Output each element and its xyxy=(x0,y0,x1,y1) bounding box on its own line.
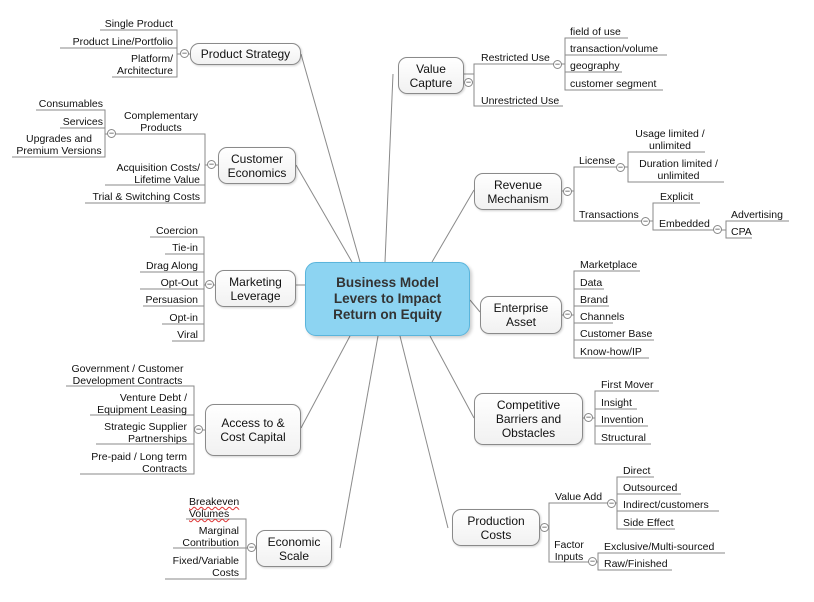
leaf-topic[interactable]: Product Line/Portfolio xyxy=(72,36,173,48)
collapse-toggle-icon[interactable]: − xyxy=(464,77,473,87)
collapse-toggle-icon[interactable]: − xyxy=(247,542,256,552)
leaf-topic[interactable]: Direct xyxy=(623,465,651,477)
leaf-topic[interactable]: Structural xyxy=(601,432,646,444)
collapse-toggle-icon[interactable]: − xyxy=(107,128,116,138)
collapse-toggle-icon[interactable]: − xyxy=(540,522,549,532)
leaf-topic[interactable]: transaction/volume xyxy=(570,43,659,55)
central-topic-label: Business Model Levers to Impact Return o… xyxy=(333,275,442,322)
leaf-topic[interactable]: customer segment xyxy=(570,78,657,90)
branch-label: Enterprise Asset xyxy=(493,301,549,329)
leaf-topic[interactable]: Upgrades and Premium Versions xyxy=(16,133,102,157)
leaf-topic[interactable]: Viral xyxy=(177,329,198,341)
branch-product-strategy[interactable]: Product Strategy xyxy=(190,43,301,65)
leaf-topic[interactable]: Customer Base xyxy=(580,328,653,340)
leaf-topic[interactable]: Data xyxy=(580,277,603,289)
leaf-topic[interactable]: Side Effect xyxy=(623,517,674,529)
branch-competitive-barriers[interactable]: Competitive Barriers and Obstacles xyxy=(474,393,583,445)
branch-label: Access to & Cost Capital xyxy=(220,416,286,444)
branch-production-costs[interactable]: Production Costs xyxy=(452,509,540,546)
leaf-topic[interactable]: Opt-Out xyxy=(160,277,198,289)
leaf-topic[interactable]: First Mover xyxy=(601,379,654,391)
leaf-topic[interactable]: Breakeven Volumes xyxy=(189,496,240,520)
leaf-topic[interactable]: Restricted Use xyxy=(481,52,550,64)
leaf-topic[interactable]: Single Product xyxy=(104,18,173,30)
leaf-topic[interactable]: Outsourced xyxy=(623,482,678,494)
leaf-topic[interactable]: Unrestricted Use xyxy=(481,95,560,107)
collapse-toggle-icon[interactable]: − xyxy=(588,556,597,566)
branch-customer-economics[interactable]: Customer Economics xyxy=(218,147,296,184)
leaf-topic[interactable]: Venture Debt / Equipment Leasing xyxy=(97,392,187,416)
leaf-topic[interactable]: Fixed/Variable Costs xyxy=(172,555,239,579)
branch-label: Marketing Leverage xyxy=(229,274,282,303)
leaf-topic[interactable]: Persuasion xyxy=(145,294,198,306)
branch-label: Value Capture xyxy=(409,61,453,90)
leaf-topic[interactable]: Factor Inputs xyxy=(554,539,584,563)
branch-enterprise-asset[interactable]: Enterprise Asset xyxy=(480,296,562,334)
leaf-topic[interactable]: Acquisition Costs/ Lifetime Value xyxy=(116,162,200,186)
leaf-topic[interactable]: Usage limited / unlimited xyxy=(635,128,705,152)
collapse-toggle-icon[interactable]: − xyxy=(194,424,203,434)
collapse-toggle-icon[interactable]: − xyxy=(616,162,625,172)
leaf-topic[interactable]: Consumables xyxy=(38,98,103,110)
branch-revenue-mechanism[interactable]: Revenue Mechanism xyxy=(474,173,562,210)
collapse-toggle-icon[interactable]: − xyxy=(180,48,189,58)
leaf-topic[interactable]: Strategic Supplier Partnerships xyxy=(104,421,187,445)
leaf-topic[interactable]: Drag Along xyxy=(146,260,198,272)
leaf-topic[interactable]: Coercion xyxy=(155,225,198,237)
leaf-topic[interactable]: Transactions xyxy=(579,209,639,221)
central-topic[interactable]: Business Model Levers to Impact Return o… xyxy=(305,262,470,336)
collapse-toggle-icon[interactable]: − xyxy=(584,412,593,422)
leaf-topic[interactable]: Invention xyxy=(601,414,644,426)
leaf-topic[interactable]: Brand xyxy=(580,294,609,306)
leaf-topic[interactable]: Know-how/IP xyxy=(580,346,642,358)
collapse-toggle-icon[interactable]: − xyxy=(563,309,572,319)
leaf-topic[interactable]: Raw/Finished xyxy=(604,558,668,570)
branch-label: Production Costs xyxy=(467,513,525,542)
leaf-topic[interactable]: Channels xyxy=(580,311,625,323)
leaf-topic[interactable]: Value Add xyxy=(555,491,603,503)
leaf-topic[interactable]: Exclusive/Multi-sourced xyxy=(604,541,715,553)
collapse-toggle-icon[interactable]: − xyxy=(607,498,616,508)
leaf-topic[interactable]: geography xyxy=(570,60,620,72)
collapse-toggle-icon[interactable]: − xyxy=(563,186,572,196)
branch-label: Customer Economics xyxy=(227,151,287,180)
collapse-toggle-icon[interactable]: − xyxy=(207,159,216,169)
branch-label: Revenue Mechanism xyxy=(487,177,549,206)
leaf-topic[interactable]: CPA xyxy=(731,226,752,238)
branch-value-capture[interactable]: Value Capture xyxy=(398,57,464,94)
branch-access-to-capital[interactable]: Access to & Cost Capital xyxy=(205,404,301,456)
collapse-toggle-icon[interactable]: − xyxy=(205,279,214,289)
leaf-topic[interactable]: Platform/ Architecture xyxy=(116,53,173,77)
branch-label: Product Strategy xyxy=(200,47,291,61)
branch-economic-scale[interactable]: Economic Scale xyxy=(256,530,332,567)
leaf-topic[interactable]: Embedded xyxy=(659,218,710,230)
leaf-topic[interactable]: Complementary Products xyxy=(123,110,199,134)
leaf-topic[interactable]: Government / Customer Development Contra… xyxy=(71,363,184,387)
leaf-topic[interactable]: License xyxy=(579,155,616,167)
collapse-toggle-icon[interactable]: − xyxy=(713,224,722,234)
leaf-topic[interactable]: Advertising xyxy=(731,209,783,221)
leaf-topic[interactable]: Marginal Contribution xyxy=(182,525,239,549)
leaf-topic[interactable]: Tie-in xyxy=(172,242,198,254)
branch-label: Competitive Barriers and Obstacles xyxy=(495,398,562,440)
leaf-topic[interactable]: Opt-in xyxy=(169,312,198,324)
leaf-topic[interactable]: Indirect/customers xyxy=(623,499,709,511)
collapse-toggle-icon[interactable]: − xyxy=(641,216,650,226)
leaf-topic[interactable]: Pre-paid / Long term Contracts xyxy=(91,451,187,475)
leaf-topic[interactable]: Trial & Switching Costs xyxy=(92,191,200,203)
collapse-toggle-icon[interactable]: − xyxy=(553,59,562,69)
branch-marketing-leverage[interactable]: Marketing Leverage xyxy=(215,270,296,307)
branch-label: Economic Scale xyxy=(267,534,321,563)
leaf-topic[interactable]: Services xyxy=(62,116,103,128)
leaf-topic[interactable]: Duration limited / unlimited xyxy=(639,158,718,182)
leaf-topic[interactable]: Insight xyxy=(601,397,632,409)
leaf-topic[interactable]: Explicit xyxy=(660,191,694,203)
leaf-topic[interactable]: field of use xyxy=(570,26,621,38)
leaf-topic[interactable]: Marketplace xyxy=(580,259,638,271)
